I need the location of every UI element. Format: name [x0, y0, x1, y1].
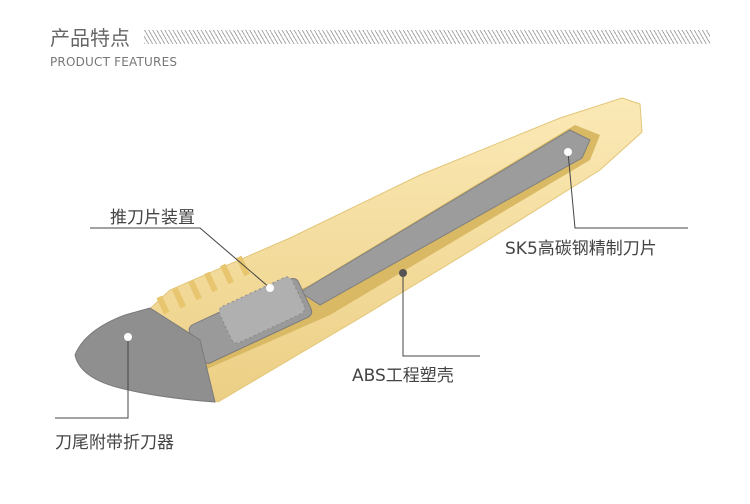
callout-tail: 刀尾附带折刀器 [55, 433, 174, 453]
tail-cap [74, 307, 216, 403]
shell-dot [399, 269, 407, 277]
callout-shell: ABS工程塑壳 [352, 366, 454, 386]
section-subtitle: PRODUCT FEATURES [50, 55, 178, 69]
blade-slider [188, 276, 313, 364]
callout-slider: 推刀片装置 [110, 208, 195, 228]
blade-dot [564, 148, 572, 156]
tail-leader-line [55, 337, 129, 419]
blade [299, 129, 591, 306]
slider-dot [266, 284, 274, 292]
slider-leader-line [90, 227, 271, 289]
title-hatch-divider [144, 30, 710, 44]
callout-blade: SK5高碳钢精制刀片 [505, 239, 657, 259]
blade-leader-line [567, 151, 688, 229]
tail-dot [124, 333, 132, 341]
shell-leader-line [402, 273, 480, 357]
section-title: 产品特点 [50, 26, 130, 50]
grip-ribs [156, 255, 250, 315]
